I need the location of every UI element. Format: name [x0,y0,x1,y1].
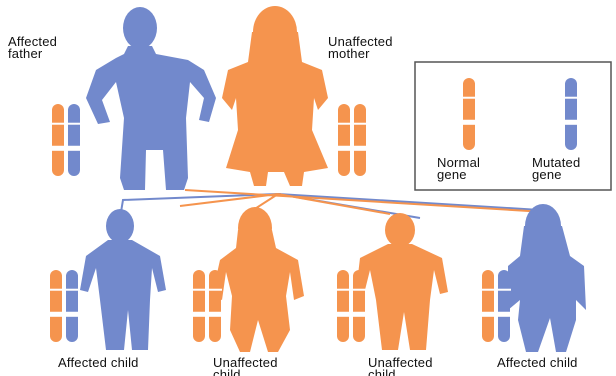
legend-mutated-gene-label: Mutated gene [532,157,580,181]
child-1-label: Affected child [58,357,139,369]
child-1-silhouette [80,209,166,350]
child-4-chromosome-2 [497,270,511,342]
child-2-chromosome-2 [208,270,222,342]
legend-normal-chromosome-icon [462,78,476,150]
mother-inheritance-line [180,190,545,214]
father-silhouette [86,7,216,190]
child-1-chromosome-2 [65,270,79,342]
mother-label: Unaffected mother [328,36,393,60]
father-label: Affected father [8,36,57,60]
mother-chromosome-1 [337,104,351,176]
inheritance-lines [121,190,545,218]
mother-chromosome-2 [353,104,367,176]
father-chromosome-2 [67,104,81,176]
father-chromosome-1 [51,104,65,176]
child-3-label: Unaffected child [368,357,433,376]
mother-silhouette [222,6,328,186]
legend-normal-gene-label: Normal gene [437,157,480,181]
child-2-silhouette [212,207,304,352]
child-2-label: Unaffected child [213,357,278,376]
legend-mutated-chromosome-icon [564,78,578,150]
child-4-silhouette [508,204,586,352]
child-1-chromosome-1 [49,270,63,342]
child-4-label: Affected child [497,357,578,369]
child-3-silhouette [356,213,448,350]
child-3-chromosome-1 [336,270,350,342]
child-3-chromosome-2 [352,270,366,342]
child-2-chromosome-1 [192,270,206,342]
child-4-chromosome-1 [481,270,495,342]
